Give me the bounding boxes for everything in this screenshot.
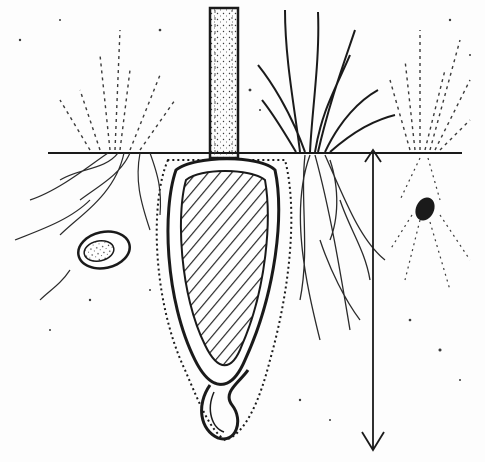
seed-icon xyxy=(75,227,133,273)
small-seed-icon xyxy=(412,194,438,223)
left-sprout-marks xyxy=(60,30,175,150)
wooden-stake-icon xyxy=(210,8,238,158)
right-sprout-marks xyxy=(390,30,470,150)
bulb-icon xyxy=(168,159,279,439)
left-root-tufts xyxy=(15,153,161,300)
right-seed-roots xyxy=(390,158,470,290)
grass-clump-icon xyxy=(258,10,395,152)
depth-arrow-icon xyxy=(362,150,384,450)
